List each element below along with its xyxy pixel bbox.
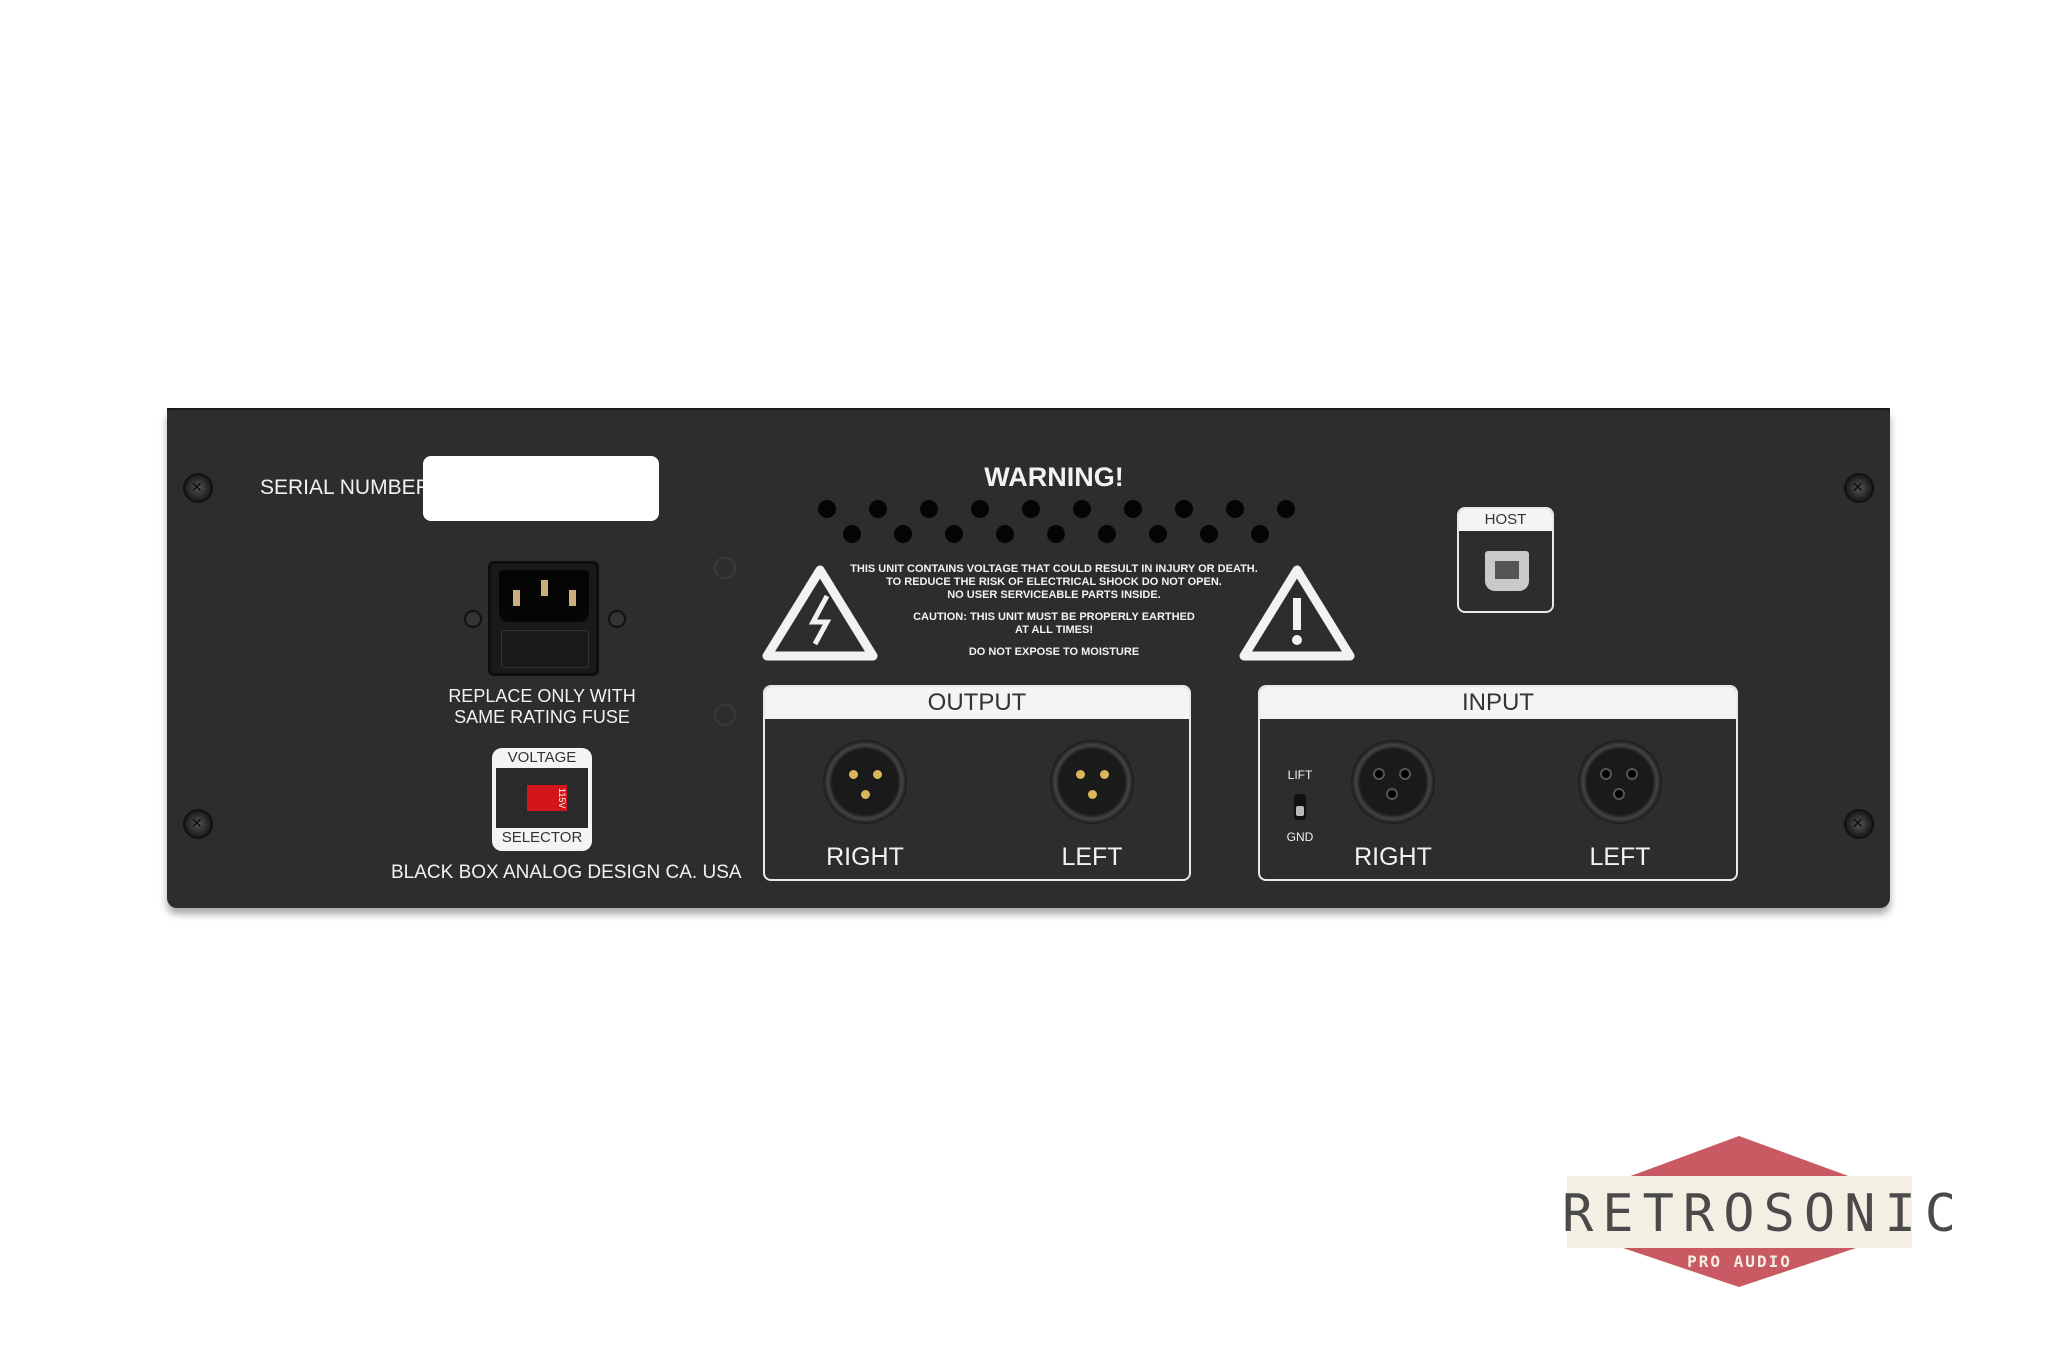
voltage-selector: VOLTAGE 115V SELECTOR xyxy=(492,748,592,851)
input-right-label: RIGHT xyxy=(1354,843,1432,871)
voltage-label: VOLTAGE xyxy=(507,749,577,766)
screw-icon xyxy=(608,610,626,628)
logo-subtext: PRO AUDIO xyxy=(1687,1252,1792,1271)
vent-hole xyxy=(1200,525,1218,543)
warning-line: THIS UNIT CONTAINS VOLTAGE THAT COULD RE… xyxy=(850,563,1258,575)
vent-hole xyxy=(1098,525,1116,543)
warning-line: NO USER SERVICEABLE PARTS INSIDE. xyxy=(947,589,1161,601)
vent-hole xyxy=(971,500,989,518)
output-right-xlr[interactable] xyxy=(823,740,907,824)
gnd-label: GND xyxy=(1286,830,1314,844)
vent-hole xyxy=(869,500,887,518)
retrosonic-logo: RETROSONIC PRO AUDIO xyxy=(1562,1136,1966,1287)
vent-hole xyxy=(1149,525,1167,543)
vent-hole xyxy=(1175,500,1193,518)
screw-icon xyxy=(1844,473,1874,503)
vent-hole xyxy=(1124,500,1142,518)
serial-number-field xyxy=(423,456,659,521)
vent-hole xyxy=(920,500,938,518)
input-title: INPUT xyxy=(1260,687,1736,719)
vent-hole xyxy=(1251,525,1269,543)
screw-icon xyxy=(183,473,213,503)
iec-power-inlet[interactable] xyxy=(488,561,599,676)
vent-hole xyxy=(894,525,912,543)
output-section: OUTPUT xyxy=(763,685,1191,881)
vent-hole xyxy=(818,500,836,518)
vent-hole xyxy=(945,525,963,543)
electric-shock-warning-icon xyxy=(762,565,878,661)
logo-text: RETROSONIC xyxy=(1562,1184,1966,1244)
warning-title: WARNING! xyxy=(984,462,1124,492)
warning-line: CAUTION: THIS UNIT MUST BE PROPERLY EART… xyxy=(913,611,1195,623)
brand-label: BLACK BOX ANALOG DESIGN CA. USA xyxy=(391,862,742,883)
input-left-label: LEFT xyxy=(1589,843,1651,871)
screw-icon xyxy=(464,610,482,628)
vent-hole xyxy=(1073,500,1091,518)
fuse-drawer[interactable] xyxy=(501,630,589,668)
serial-number-label: SERIAL NUMBER xyxy=(260,476,431,499)
screw-icon xyxy=(1844,809,1874,839)
usb-b-icon xyxy=(1485,551,1529,591)
caution-warning-icon xyxy=(1239,565,1355,661)
vent-hole xyxy=(1022,500,1040,518)
input-section: INPUT xyxy=(1258,685,1738,881)
ground-lift-switch[interactable] xyxy=(1294,794,1306,820)
output-left-xlr[interactable] xyxy=(1050,740,1134,824)
warning-line: AT ALL TIMES! xyxy=(1014,624,1094,636)
lift-label: LIFT xyxy=(1287,768,1313,782)
vent-hole xyxy=(1047,525,1065,543)
input-right-xlr[interactable] xyxy=(1351,740,1435,824)
fuse-note-line: REPLACE ONLY WITH xyxy=(448,686,636,706)
mounting-hole xyxy=(714,704,736,726)
selector-label: SELECTOR xyxy=(501,829,583,846)
vent-hole xyxy=(1226,500,1244,518)
input-left-xlr[interactable] xyxy=(1578,740,1662,824)
warning-line: TO REDUCE THE RISK OF ELECTRICAL SHOCK D… xyxy=(886,576,1222,588)
warning-text: THIS UNIT CONTAINS VOLTAGE THAT COULD RE… xyxy=(850,563,1258,659)
screw-icon xyxy=(183,809,213,839)
voltage-switch[interactable]: 115V xyxy=(527,785,567,811)
output-right-label: RIGHT xyxy=(826,843,904,871)
usb-host-port[interactable]: HOST xyxy=(1457,507,1554,613)
output-left-label: LEFT xyxy=(1061,843,1123,871)
warning-line: DO NOT EXPOSE TO MOISTURE xyxy=(968,646,1140,658)
fuse-note-line: SAME RATING FUSE xyxy=(454,707,630,727)
mounting-hole xyxy=(714,557,736,579)
host-label: HOST xyxy=(1459,509,1552,531)
fuse-note: REPLACE ONLY WITH SAME RATING FUSE xyxy=(448,686,635,728)
output-title: OUTPUT xyxy=(765,687,1189,719)
vent-hole xyxy=(843,525,861,543)
vent-hole xyxy=(1277,500,1295,518)
vent-hole xyxy=(996,525,1014,543)
